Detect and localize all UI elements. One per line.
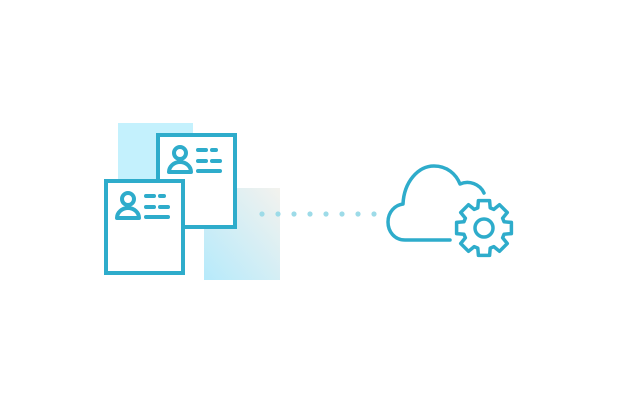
connector-dot (371, 211, 377, 217)
connector-dot (339, 211, 345, 217)
connector-dot (307, 211, 313, 217)
connector-dot (275, 211, 281, 217)
gear-icon (454, 198, 514, 258)
connector-dot (323, 211, 329, 217)
cloud-icon (386, 164, 486, 242)
profile-document-icon (104, 179, 185, 275)
connector-dot (355, 211, 361, 217)
connector-dot (291, 211, 297, 217)
gear-hole (473, 217, 495, 239)
connector-dot (259, 211, 265, 217)
dotted-connector (259, 211, 377, 217)
